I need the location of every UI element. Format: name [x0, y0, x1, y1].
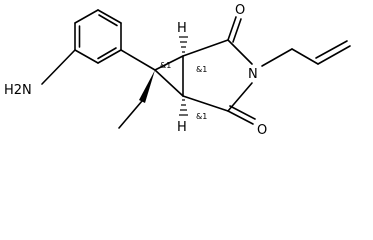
carbonyl-top-bond-1	[227, 16, 237, 41]
carbonyl-top-bond-2	[232, 18, 242, 43]
imide-bond-top-carbon	[182, 39, 229, 57]
hydrogen-top-label: H	[177, 21, 187, 36]
imide-bond-bottom-carbon	[182, 95, 229, 112]
ring-bond-c4-c5	[74, 49, 99, 64]
oxygen-bottom-label: O	[257, 123, 267, 138]
ring-double-bond-inner-2	[97, 47, 117, 60]
ring-bond-c6-c1	[74, 9, 99, 24]
ethyl-wedge-bond	[139, 70, 155, 103]
allyl-double-bond-2	[315, 40, 348, 59]
ethyl-terminal-bond	[118, 100, 143, 129]
allyl-double-bond-1	[317, 45, 351, 65]
carbonyl-bottom-bond-1	[227, 110, 254, 125]
cyclopropane-bond-q-top	[154, 55, 184, 71]
amine-bond	[41, 49, 76, 85]
cyclopropane-bond-q-bottom	[154, 69, 184, 97]
ring-bond-c1-c2	[97, 9, 122, 24]
ring-bond-c3-c4	[97, 49, 122, 64]
ring-double-bond-inner-1	[98, 14, 118, 27]
hashed-bond-bottom	[179, 99, 188, 116]
amine-label: H2N	[4, 83, 32, 98]
imide-bond-top-carbon-n	[227, 39, 253, 65]
molecule-structure-diagram: H2N H H &1 &1 &1 O O N	[4, 3, 351, 138]
benzene-ring	[74, 9, 122, 64]
oxygen-top-label: O	[235, 3, 245, 18]
allyl-bond-ch2-ch	[291, 48, 319, 65]
stereo-label-quaternary: &1	[160, 61, 171, 70]
allyl-bond-n-ch2	[261, 48, 293, 67]
hydrogen-bottom-label: H	[177, 120, 187, 135]
stereo-label-top: &1	[196, 65, 207, 74]
stereo-label-bottom: &1	[196, 112, 207, 121]
aryl-to-quaternary-bond	[120, 49, 156, 71]
imide-nitrogen-label: N	[248, 67, 258, 82]
hashed-bond-top	[179, 36, 188, 53]
carbonyl-bottom-bond-2	[229, 105, 256, 120]
